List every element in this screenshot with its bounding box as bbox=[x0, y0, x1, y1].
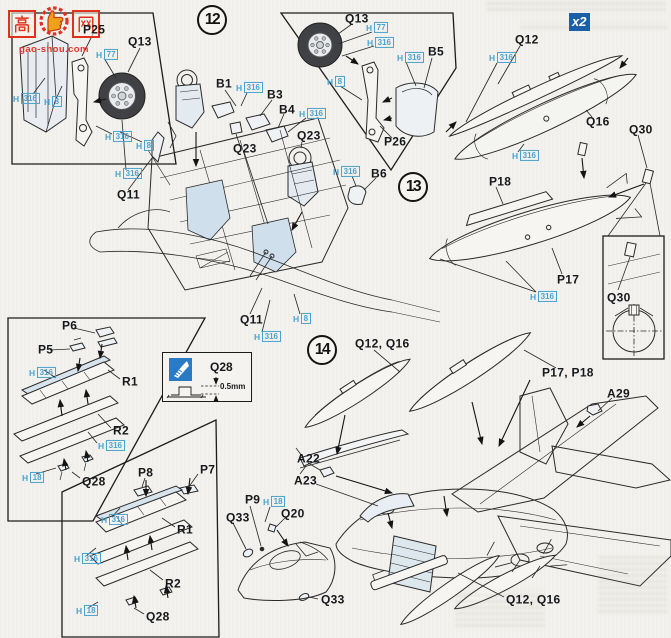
nose-gear-bay-diagram bbox=[19, 35, 146, 147]
watermark-char-wang bbox=[72, 9, 100, 38]
q30-inset-diagram bbox=[606, 182, 662, 358]
q28-note-box: Q28 0.5mm bbox=[162, 352, 252, 402]
wang-glyph-icon bbox=[78, 16, 94, 32]
print-bleed-ghost bbox=[455, 590, 545, 630]
thumbs-up-icon bbox=[37, 4, 71, 43]
belly-tank-step13-diagram bbox=[428, 141, 655, 266]
nose-gear-strut-diagram bbox=[297, 22, 439, 143]
print-bleed-ghost bbox=[598, 556, 668, 616]
assembly-arrows bbox=[57, 55, 645, 609]
q28-depth-diagram bbox=[166, 377, 219, 402]
watermark-char-gao bbox=[8, 9, 36, 38]
q28-note-part-label: Q28 bbox=[210, 360, 233, 374]
leader-lines bbox=[32, 23, 648, 615]
gao-glyph-icon bbox=[14, 14, 30, 33]
panel-boxes bbox=[7, 12, 665, 638]
shave-knife-icon bbox=[169, 358, 192, 381]
print-bleed-ghost bbox=[520, 22, 668, 32]
times-two-badge: x2 bbox=[569, 13, 591, 31]
aircraft-step14-diagram bbox=[237, 332, 671, 626]
watermark: gao-shou.com bbox=[8, 4, 104, 55]
cockpit-assembly-diagram bbox=[89, 69, 441, 323]
q28-depth-value: 0.5mm bbox=[220, 382, 246, 391]
pylon-assembly-2-diagram bbox=[89, 484, 199, 606]
print-bleed-ghost bbox=[486, 2, 666, 14]
watermark-url: gao-shou.com bbox=[19, 44, 89, 55]
pylon-assembly-1-diagram bbox=[13, 326, 125, 481]
drop-tank-step12-diagram bbox=[448, 55, 637, 160]
